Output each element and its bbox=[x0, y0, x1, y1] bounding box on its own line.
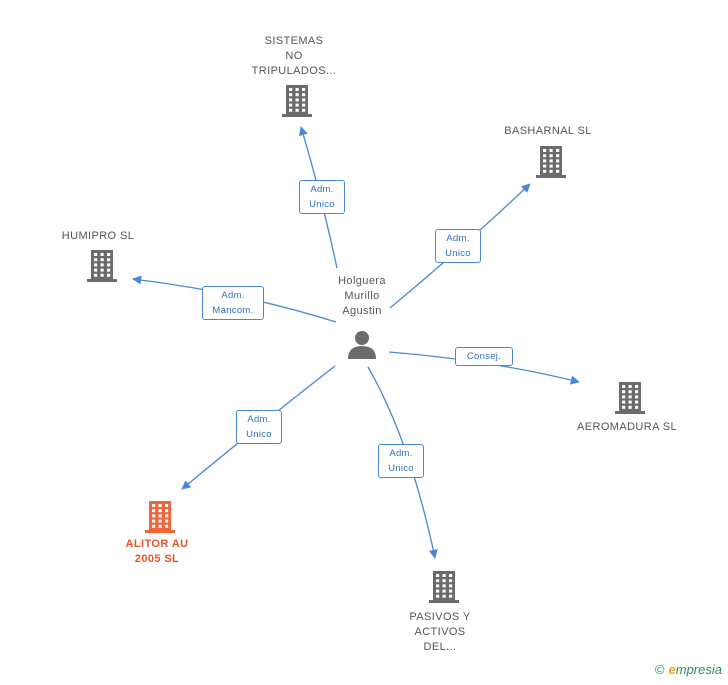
building-icon[interactable] bbox=[145, 501, 175, 533]
role-badge-humipro: Adm. Mancom. bbox=[202, 286, 264, 320]
building-icon[interactable] bbox=[87, 250, 117, 282]
person-name-line: Holguera bbox=[338, 275, 386, 287]
building-icon[interactable] bbox=[282, 85, 312, 117]
building-icon[interactable] bbox=[429, 571, 459, 603]
role-badge-aeromadura: Consej. bbox=[455, 347, 513, 366]
copyright-symbol: © bbox=[654, 662, 665, 677]
company-label-alitor[interactable]: ALITOR AU 2005 SL bbox=[125, 538, 189, 565]
brand-name-rest: mpresia bbox=[675, 662, 722, 677]
role-badge-alitor: Adm. Unico bbox=[236, 410, 282, 444]
person-name-line: Murillo bbox=[344, 290, 380, 302]
company-label-aeromadura[interactable]: AEROMADURA SL bbox=[577, 421, 677, 433]
building-icon[interactable] bbox=[536, 146, 566, 178]
company-label-basharnal[interactable]: BASHARNAL SL bbox=[504, 125, 592, 137]
role-badge-sistemas: Adm. Unico bbox=[299, 180, 345, 214]
company-label-sistemas[interactable]: SISTEMAS NO TRIPULADOS... bbox=[251, 35, 337, 77]
person-icon[interactable] bbox=[348, 331, 376, 359]
role-badge-basharnal: Adm. Unico bbox=[435, 229, 481, 263]
company-label-humipro[interactable]: HUMIPRO SL bbox=[61, 230, 135, 242]
brand-first-letter: e bbox=[668, 662, 676, 677]
company-label-pasivos[interactable]: PASIVOS Y ACTIVOS DEL... bbox=[409, 611, 471, 653]
building-icon[interactable] bbox=[615, 382, 645, 414]
person-name-line: Agustin bbox=[342, 305, 382, 317]
role-badge-pasivos: Adm. Unico bbox=[378, 444, 424, 478]
empresia-logo[interactable]: ©empresia bbox=[655, 662, 722, 677]
